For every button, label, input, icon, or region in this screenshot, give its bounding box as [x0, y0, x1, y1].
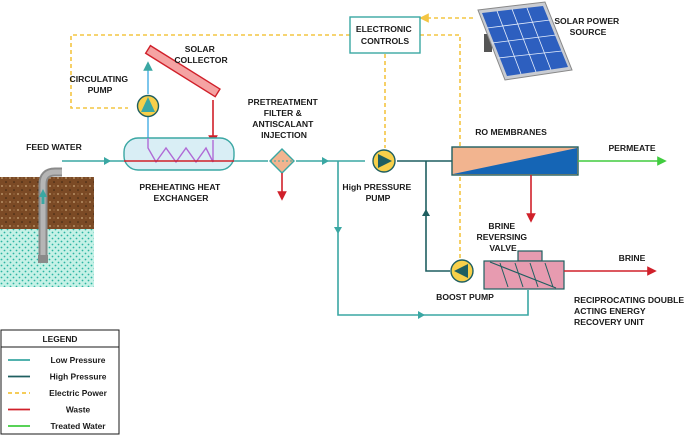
pretreatment-label: PRETREATMENT FILTER & ANTISCALANT INJECT… — [248, 97, 320, 140]
high-pressure-arrows — [422, 209, 430, 216]
legend-item-label: Treated Water — [50, 421, 106, 431]
legend-item-label: Waste — [66, 405, 91, 415]
solar-panel-icon — [477, 1, 573, 81]
erd-label: RECIPROCATING DOUBLE ACTING ENERGY RECOV… — [574, 295, 685, 327]
preheating-heat-exchanger — [123, 137, 235, 171]
boost-pump-icon — [450, 259, 474, 283]
feed-water-label: FEED WATER — [26, 142, 82, 152]
electric-power-lines — [70, 13, 473, 258]
ro-membranes-label: RO MEMBRANES — [475, 127, 547, 137]
electronic-controls-label: ELECTRONIC CONTROLS — [356, 24, 414, 46]
high-pressure-lines — [397, 160, 452, 272]
boost-pump-label: BOOST PUMP — [436, 292, 494, 302]
legend-item-label: Low Pressure — [51, 355, 106, 365]
well-icon — [0, 167, 94, 287]
filter-icon — [269, 148, 295, 174]
circulating-pump-icon — [136, 94, 160, 118]
power-controls-to-circulating-pump — [70, 34, 350, 109]
permeate-label: PERMEATE — [608, 143, 655, 153]
legend-item-label: High Pressure — [50, 372, 107, 382]
brine-label: BRINE — [619, 253, 646, 263]
hp-boost-return — [425, 161, 450, 272]
preheating-heat-exchanger-label: PREHEATING HEAT EXCHANGER — [139, 182, 222, 203]
low-pressure-lines — [62, 160, 529, 316]
electronic-controls-box — [349, 16, 421, 54]
ro-membrane-module — [451, 146, 579, 176]
legend-title: LEGEND — [43, 334, 78, 344]
circulating-pump-label: CIRCULATING PUMP — [70, 74, 131, 95]
legend-item-label: Electric Power — [49, 388, 107, 398]
solar-collector-label: SOLAR COLLECTOR — [174, 44, 228, 65]
lp-branch-down — [337, 161, 529, 316]
energy-recovery-unit — [483, 250, 565, 290]
solar-power-source-label: SOLAR POWER SOURCE — [554, 16, 621, 37]
low-pressure-arrows — [104, 157, 425, 319]
solar-collector — [144, 44, 221, 98]
hp-pump-label: High PRESSURE PUMP — [342, 182, 413, 203]
brine-reversing-valve-label: BRINE REVERSING VALVE — [476, 221, 529, 253]
hp-pump-icon — [372, 149, 396, 173]
